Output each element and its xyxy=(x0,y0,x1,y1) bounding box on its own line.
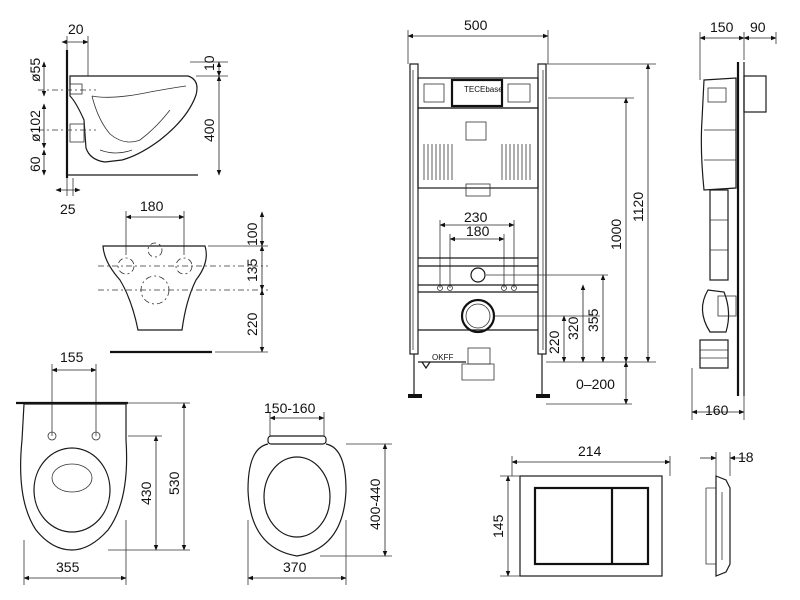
dim-500: 500 xyxy=(464,17,488,33)
plate-outline xyxy=(519,475,663,577)
dim-180-frame: 180 xyxy=(466,223,490,239)
dim-20: 20 xyxy=(68,21,84,37)
dim-530: 530 xyxy=(166,471,182,495)
frame-right-upright xyxy=(537,63,547,355)
dim-10: 10 xyxy=(201,55,217,71)
dim-150-160: 150-160 xyxy=(264,400,316,416)
plate-side-outline xyxy=(715,475,731,577)
dim-220-frame: 220 xyxy=(546,330,562,354)
dim-25: 25 xyxy=(60,201,76,217)
dim-0-200: 0–200 xyxy=(576,376,615,392)
dim-230: 230 xyxy=(464,209,488,225)
bowl-inner xyxy=(91,95,171,143)
side-drain-bend xyxy=(699,339,729,369)
drain-outlet xyxy=(460,298,496,334)
plate-button-frame xyxy=(533,486,650,566)
dim-18: 18 xyxy=(738,449,754,465)
dim-430: 430 xyxy=(138,481,154,505)
frame-front-view: 500 TECEbase 230 180 xyxy=(407,17,656,405)
seat-inner xyxy=(263,456,331,538)
dim-180-front: 180 xyxy=(140,198,164,214)
dim-145: 145 xyxy=(490,514,506,538)
water-inlet xyxy=(470,267,486,283)
frame-side-view: 150 90 160 xyxy=(691,19,777,420)
dim-320: 320 xyxy=(565,316,581,340)
flush-opening xyxy=(465,121,487,141)
bowl-outline xyxy=(69,75,198,163)
wc-front-view: 180 100 135 220 xyxy=(98,198,268,354)
front-bowl-outline xyxy=(102,245,207,331)
dim-1000: 1000 xyxy=(608,219,624,250)
dim-220-front: 220 xyxy=(244,312,260,336)
dim-400: 400 xyxy=(201,118,217,142)
side-panel-box xyxy=(743,75,767,113)
dim-90: 90 xyxy=(750,19,766,35)
cistern-body xyxy=(417,107,539,189)
dim-135-front: 135 xyxy=(244,258,260,282)
dim-155: 155 xyxy=(60,349,84,365)
dim-60: 60 xyxy=(27,156,43,172)
cistern-ribs xyxy=(423,144,531,180)
dim-160: 160 xyxy=(705,402,729,418)
dim-370: 370 xyxy=(283,559,307,575)
dim-dia-102: ø102 xyxy=(27,110,43,142)
dim-355: 355 xyxy=(56,559,80,575)
seat-hinge xyxy=(267,435,327,445)
flush-plate-front: 214 145 xyxy=(490,443,671,577)
side-flush-pipe xyxy=(709,189,729,281)
frame-left-upright xyxy=(409,63,419,355)
tece-valve-box xyxy=(450,78,504,108)
dim-100-front: 100 xyxy=(244,222,260,246)
wc-top-view: 155 430 530 355 xyxy=(16,349,190,585)
side-cistern xyxy=(700,77,737,191)
brand-label: TECEbase xyxy=(464,85,503,94)
seat-view: 150-160 400-440 370 xyxy=(247,400,392,585)
flush-plate-side: 18 xyxy=(700,449,754,577)
wc-side-view: 20 10 400 ø55 ø102 60 25 xyxy=(27,21,228,217)
dim-150: 150 xyxy=(710,19,734,35)
dim-400-440: 400-440 xyxy=(367,478,383,530)
dim-214: 214 xyxy=(578,443,602,459)
bowl-rim xyxy=(91,85,187,98)
seat-outer xyxy=(247,443,347,557)
dim-355-frame: 355 xyxy=(585,308,601,332)
top-bowl-outline xyxy=(20,403,128,551)
dim-dia-55: ø55 xyxy=(27,58,43,82)
side-elbow xyxy=(701,289,730,333)
okff-label: OKFF xyxy=(432,353,453,362)
dim-1120: 1120 xyxy=(630,192,646,222)
